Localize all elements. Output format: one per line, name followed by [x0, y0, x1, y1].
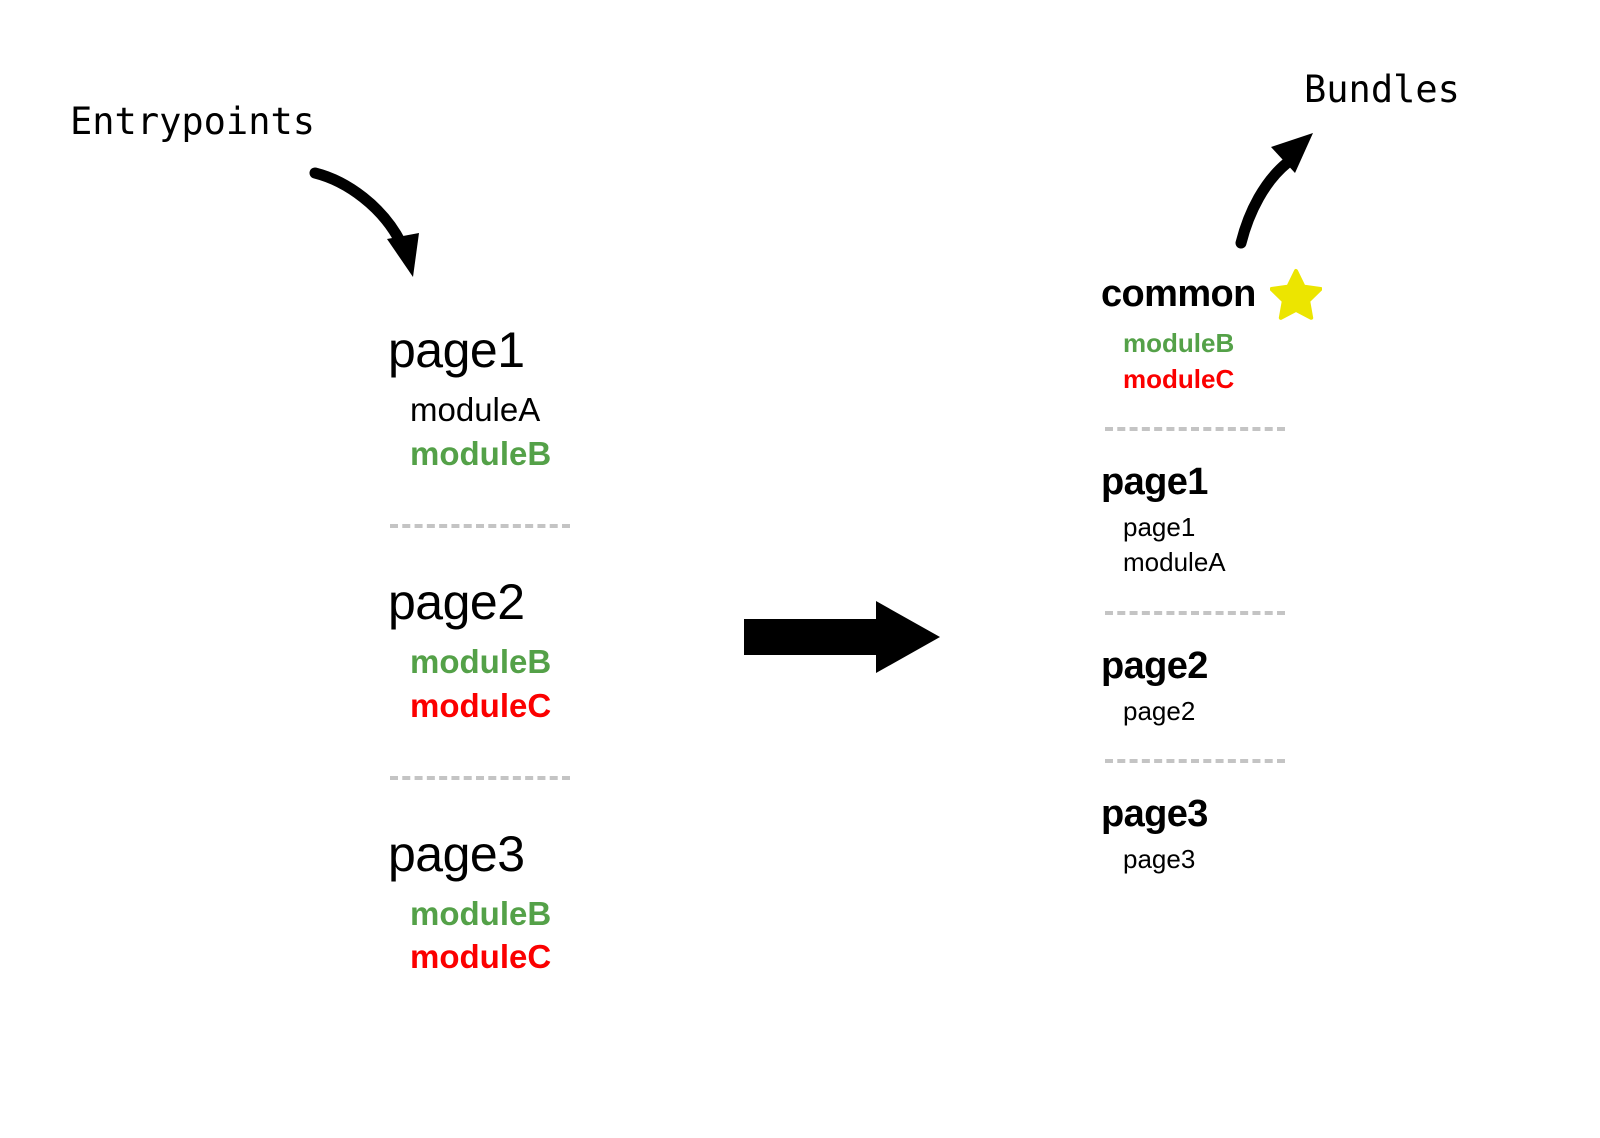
bundle-group: common moduleB moduleC	[1101, 268, 1401, 397]
module-item: moduleA	[410, 391, 541, 428]
bundle-title-row: page3	[1101, 793, 1401, 836]
bundle-title: page1	[1101, 461, 1208, 504]
module-item: moduleB	[410, 894, 552, 932]
module-item: moduleC	[410, 686, 552, 724]
section-divider	[1105, 610, 1285, 615]
bundle-group: page3 page3	[1101, 793, 1401, 877]
bundle-group: page2 page2	[1101, 645, 1401, 729]
curved-up-right-arrow-icon	[1235, 133, 1313, 249]
entrypoint-group: page2 moduleB moduleC	[388, 574, 708, 728]
section-divider	[1105, 759, 1285, 764]
star-icon	[1269, 269, 1322, 320]
module-item: page2	[1123, 695, 1196, 726]
entrypoint-title: page2	[388, 573, 525, 630]
curved-down-right-arrow-icon	[309, 167, 419, 277]
bundle-module-list: page3	[1101, 842, 1401, 878]
entrypoint-group: page3 moduleB moduleC	[388, 826, 708, 980]
bundle-module-list: page2	[1101, 694, 1401, 730]
bundle-module-list: page1 moduleA	[1101, 510, 1401, 581]
section-divider	[390, 523, 570, 528]
entrypoints-heading: Entrypoints	[70, 100, 316, 143]
bundles-column: common moduleB moduleC page1 page1 modul…	[1101, 268, 1401, 877]
transform-block-arrow-icon	[744, 601, 940, 673]
section-divider	[390, 775, 570, 780]
bundle-title: page2	[1101, 644, 1208, 687]
bundle-title-row: common	[1101, 268, 1401, 320]
module-item: moduleB	[410, 642, 552, 680]
module-item: moduleC	[1123, 363, 1235, 394]
bundle-title-row: page2	[1101, 645, 1401, 688]
bundle-title: page3	[1101, 793, 1208, 836]
module-item: moduleC	[410, 938, 552, 976]
bundle-title: common	[1101, 272, 1256, 315]
module-item: moduleB	[410, 434, 552, 472]
section-divider	[1105, 427, 1285, 432]
module-item: page1	[1123, 511, 1196, 542]
entrypoint-group: page1 moduleA moduleB	[388, 322, 708, 476]
entrypoints-column: page1 moduleA moduleB page2 moduleB modu…	[388, 322, 708, 979]
entrypoint-module-list: moduleB moduleC	[388, 892, 708, 980]
module-item: page3	[1123, 843, 1196, 874]
bundles-heading: Bundles	[1304, 68, 1460, 111]
bundle-group: page1 page1 moduleA	[1101, 461, 1401, 581]
entrypoint-module-list: moduleA moduleB	[388, 388, 708, 476]
module-item: moduleA	[1123, 547, 1226, 578]
bundle-module-list: moduleB moduleC	[1101, 326, 1401, 397]
module-item: moduleB	[1123, 328, 1235, 358]
entrypoint-title: page1	[388, 322, 525, 378]
entrypoint-title: page3	[388, 825, 525, 882]
bundle-title-row: page1	[1101, 461, 1401, 504]
entrypoint-module-list: moduleB moduleC	[388, 640, 708, 728]
